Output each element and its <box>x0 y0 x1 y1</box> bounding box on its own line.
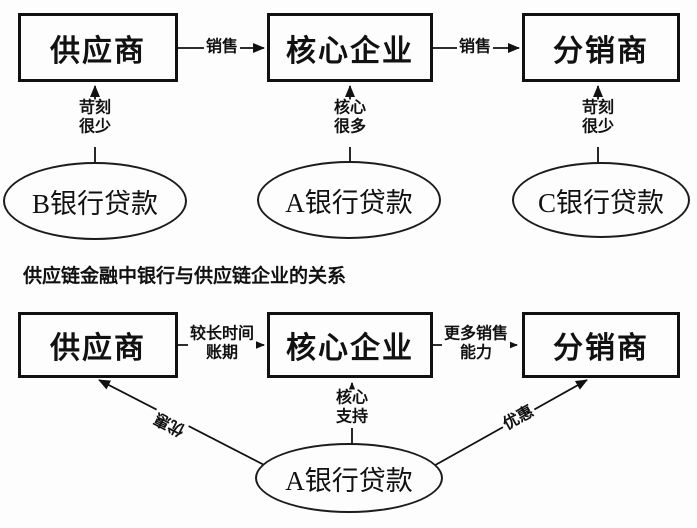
bank-link-label-c: 苛刻 很少 <box>579 99 617 137</box>
box-bottom-core-enterprise: 核心企业 <box>267 312 433 378</box>
ellipse-bank-a-loan-bottom: A银行贷款 <box>255 443 443 513</box>
diagram-caption: 供应链金融中银行与供应链企业的关系 <box>23 266 347 287</box>
bank-link-label-a: 核心 很多 <box>331 99 369 137</box>
flow-label-account-period-line2: 账期 <box>205 344 239 361</box>
flow-label-sales-capacity-line1: 更多销售 <box>443 325 509 343</box>
box-bottom-distributor-label: 分销商 <box>553 332 649 365</box>
box-top-distributor-label: 分销商 <box>553 34 649 68</box>
bank-link-label-b: 苛刻 很少 <box>76 99 114 137</box>
flow-label-sales-2: 销售 <box>456 38 494 58</box>
bank-link-label-b-line1: 苛刻 <box>78 99 112 117</box>
ellipse-bank-b-loan-label: B银行贷款 <box>31 188 158 219</box>
center-link-label: 核心 支持 <box>333 389 371 427</box>
box-top-core-enterprise: 核心企业 <box>267 13 433 82</box>
ellipse-bank-c-loan: C银行贷款 <box>512 162 690 238</box>
center-link-label-line2: 支持 <box>335 408 369 425</box>
box-top-core-enterprise-label: 核心企业 <box>286 34 414 68</box>
box-top-supplier-label: 供应商 <box>50 34 146 68</box>
box-bottom-core-enterprise-label: 核心企业 <box>286 332 414 365</box>
bank-link-label-c-line1: 苛刻 <box>581 99 615 117</box>
bank-link-label-a-line1: 核心 <box>333 99 367 117</box>
center-link-label-line1: 核心 <box>335 389 369 407</box>
box-bottom-supplier: 供应商 <box>18 312 178 378</box>
flow-label-sales-capacity-line2: 能力 <box>459 344 493 361</box>
ellipse-bank-a-loan-top-label: A银行贷款 <box>285 187 413 218</box>
ellipse-bank-a-loan-bottom-label: A银行贷款 <box>285 465 413 496</box>
box-bottom-supplier-label: 供应商 <box>50 332 146 365</box>
flow-label-sales-capacity: 更多销售 能力 <box>441 325 511 363</box>
flow-label-sales-1: 销售 <box>203 38 241 58</box>
bank-link-label-b-line2: 很少 <box>78 118 112 135</box>
bank-link-label-c-line2: 很少 <box>581 118 615 135</box>
box-top-supplier: 供应商 <box>18 13 178 82</box>
ellipse-bank-b-loan: B银行贷款 <box>3 162 187 240</box>
flow-label-account-period-line1: 较长时间 <box>189 325 255 343</box>
ellipse-bank-c-loan-label: C银行贷款 <box>537 187 664 218</box>
bank-link-label-a-line2: 很多 <box>333 118 367 135</box>
box-bottom-distributor: 分销商 <box>522 312 680 378</box>
flow-label-account-period: 较长时间 账期 <box>187 325 257 363</box>
ellipse-bank-a-loan-top: A银行贷款 <box>257 161 441 239</box>
box-top-distributor: 分销商 <box>522 13 680 82</box>
